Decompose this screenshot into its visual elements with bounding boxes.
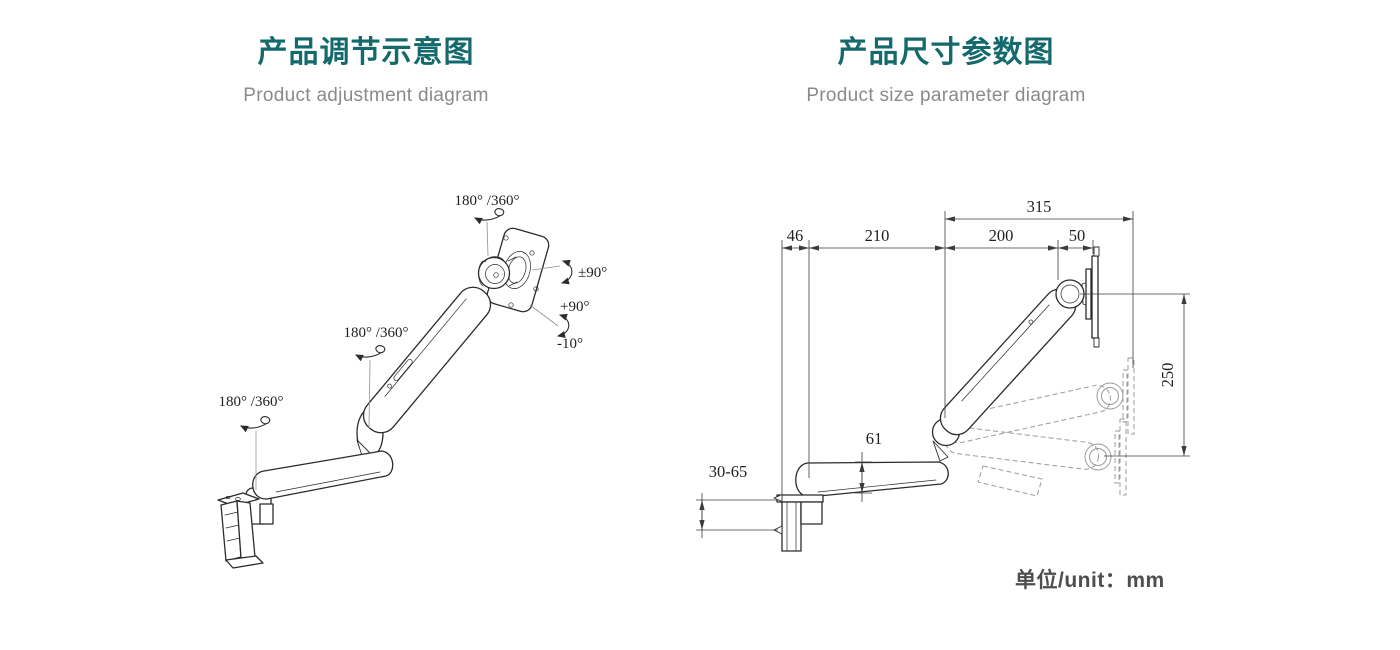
adjustment-diagram-svg: 180° /360° 180° /360° 180° /360° ±90° +9… (217, 193, 607, 569)
dim-vesa-offset: 50 (1058, 226, 1093, 251)
upper-arm (362, 286, 492, 434)
head-rotation-label: 180° /360° (455, 193, 520, 209)
vesa-plate-side (1085, 246, 1100, 348)
dim-clamp-depth: 46 (782, 226, 809, 251)
upper-arm (939, 288, 1077, 436)
vesa-plate (486, 227, 550, 313)
unit-label: 单位/unit：mm (1015, 569, 1165, 592)
dim-upper-arm: 200 (945, 226, 1058, 251)
swivel-arrow-icon (561, 259, 573, 285)
tilt-up-label: +90° (560, 299, 589, 315)
left-subtitle: Product adjustment diagram (243, 85, 489, 106)
ball-joint (477, 256, 518, 290)
tilt-arrow-icon (557, 313, 570, 338)
leader-line-tilt (529, 304, 559, 327)
dim-height-range: 250 (1158, 294, 1187, 456)
dim-label-210: 210 (865, 226, 890, 245)
leader-line-arm (368, 359, 371, 429)
leader-line-swivel (531, 265, 561, 271)
dim-label-50: 50 (1069, 226, 1086, 245)
desk-clamp (773, 494, 824, 552)
dim-arm-thickness: 61 (859, 429, 883, 502)
base-rotation-label: 180° /360° (219, 394, 284, 410)
lower-arm (252, 450, 394, 500)
leader-line-head (486, 221, 489, 257)
dim-overall-reach: 315 (945, 197, 1133, 222)
right-header: 产品尺寸参数图 Product size parameter diagram (726, 27, 1166, 107)
size-diagram-svg: 46 210 200 50 315 250 61 (696, 197, 1190, 552)
right-subtitle: Product size parameter diagram (806, 85, 1086, 106)
rotation-arrow-base-icon (241, 417, 270, 428)
dim-lower-arm: 210 (809, 226, 945, 251)
dim-label-46: 46 (787, 226, 804, 245)
arm-rotation-label: 180° /360° (344, 325, 409, 341)
dim-label-250: 250 (1158, 363, 1177, 388)
ghost-arm-low (944, 418, 1127, 497)
right-title: 产品尺寸参数图 (837, 36, 1055, 69)
dim-label-30-65: 30-65 (709, 462, 748, 481)
tilt-down-label: -10° (557, 336, 583, 352)
rotation-arrow-arm-icon (356, 346, 385, 357)
lower-arm (795, 461, 949, 498)
swivel-label: ±90° (578, 265, 607, 281)
dim-label-200: 200 (989, 226, 1014, 245)
left-title: 产品调节示意图 (257, 36, 475, 69)
left-header: 产品调节示意图 Product adjustment diagram (146, 27, 586, 107)
dim-label-61: 61 (866, 429, 883, 448)
rotation-arrow-head-icon (475, 209, 504, 220)
desk-clamp (217, 492, 274, 569)
dim-label-315: 315 (1027, 197, 1052, 216)
dim-desk-thickness: 30-65 (699, 462, 748, 538)
